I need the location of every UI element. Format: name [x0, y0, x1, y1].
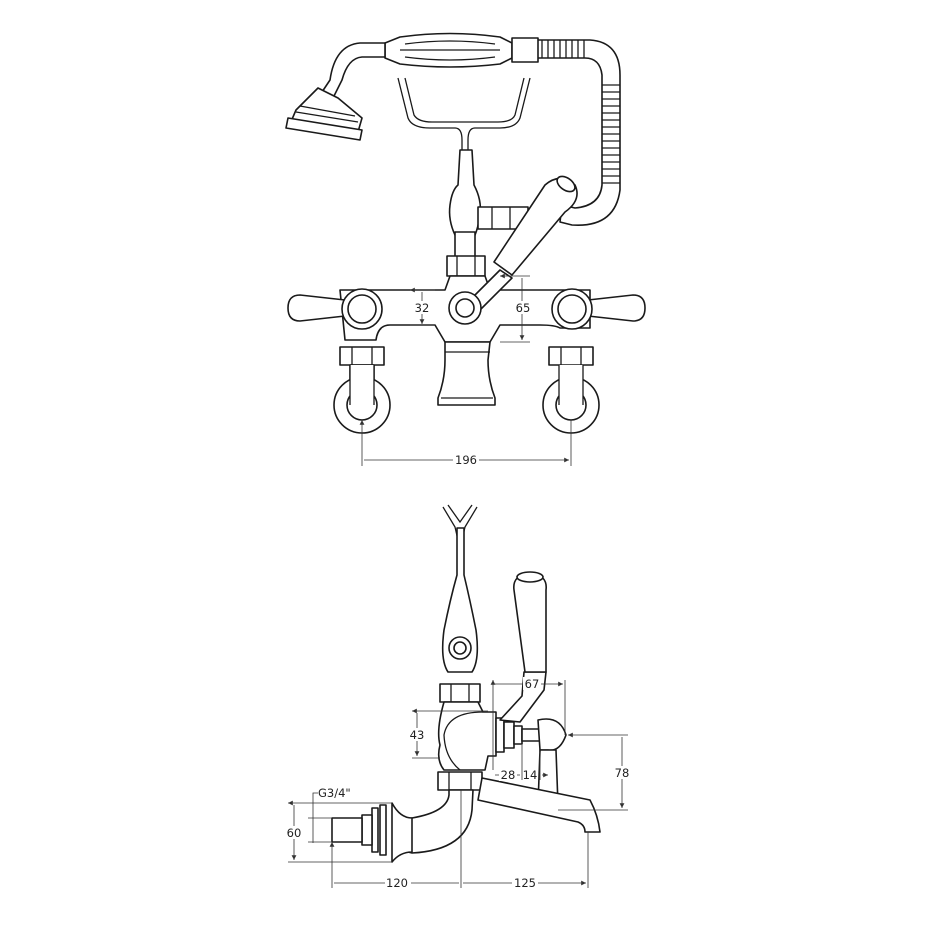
dimension-43: 43 [408, 711, 488, 758]
dim-label-125: 125 [514, 876, 536, 890]
dimension-28-14: 28 14 [495, 745, 548, 782]
inlet-pipe [331, 817, 363, 843]
dim-label-28: 28 [501, 768, 516, 782]
dim-label-78: 78 [615, 766, 630, 780]
hose-ribs [541, 40, 620, 184]
side-hot-handle[interactable] [537, 718, 567, 752]
dim-label-196: 196 [455, 453, 477, 467]
dimension-120-125: 120 125 [332, 790, 588, 890]
dim-label-32: 32 [415, 301, 430, 315]
dim-label-67: 67 [525, 677, 540, 691]
cradle [397, 77, 531, 150]
dimension-32: 32 [410, 290, 435, 325]
dim-label-120: 120 [386, 876, 408, 890]
side-body [437, 701, 497, 771]
side-riser [441, 527, 479, 673]
side-view: 67 43 28 14 78 G3/4" 60 120 125 [285, 504, 633, 890]
front-view: 32 65 196 [285, 32, 646, 467]
handset-neck [321, 42, 386, 97]
handset-collar [511, 37, 539, 63]
dim-label-43: 43 [410, 728, 425, 742]
dimension-60: 60 [285, 803, 392, 862]
left-lever[interactable] [287, 294, 346, 322]
dim-label-thread: G3/4" [318, 786, 351, 800]
dimension-67: 67 [493, 677, 565, 770]
wall-flange [391, 802, 413, 863]
right-lever[interactable] [587, 294, 646, 322]
dim-label-60: 60 [287, 826, 302, 840]
riser [448, 149, 482, 236]
dimension-78: 78 [558, 735, 633, 810]
dimension-196: 196 [362, 420, 571, 467]
side-lever[interactable] [513, 572, 547, 673]
dim-label-14: 14 [523, 768, 538, 782]
dimension-65: 65 [500, 276, 533, 342]
dim-label-65: 65 [516, 301, 531, 315]
spout-front [437, 341, 496, 406]
riser-nut [446, 255, 486, 277]
